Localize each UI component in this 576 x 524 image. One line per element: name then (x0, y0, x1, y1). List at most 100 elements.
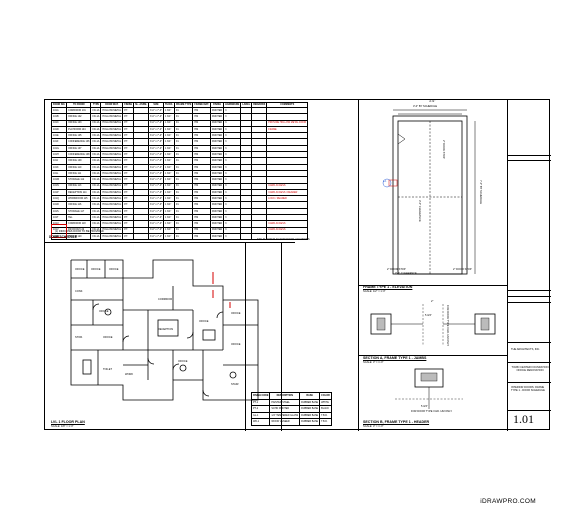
header-note: FOR DOOR TYPE II HD. HM ONLY (411, 410, 453, 413)
svg-text:OFFICE: OFFICE (178, 359, 188, 363)
svg-text:TOILET: TOILET (103, 367, 112, 371)
elevation-door-width: 3'-0" BY SCHEDULE (413, 105, 438, 108)
schedule-cell: FD-1A (90, 232, 102, 241)
schedule-cell: PAINTED (209, 119, 225, 127)
svg-text:OFFICE: OFFICE (75, 267, 85, 271)
tb-line-5 (507, 302, 551, 303)
finish-cell: WD-1 (250, 418, 271, 426)
schedule-cell (251, 113, 268, 121)
schedule-cell: PAINTED (209, 113, 225, 121)
watermark-text: iDRAWPRO.COM (480, 498, 536, 505)
tb-line-7 (507, 362, 551, 363)
schedule-cell: 3 (223, 113, 242, 121)
divider-legend (281, 242, 282, 431)
schedule-cell: HOLLOW METAL (100, 119, 124, 127)
tb-line-3 (507, 290, 551, 291)
schedule-header-cell: THICK. (163, 102, 175, 108)
schedule-title: DOOR SCHEDULE (49, 235, 77, 239)
header-section-drawing (395, 368, 463, 409)
header-scale: SCALE: 3" = 1'-0" (363, 425, 384, 428)
title-block-border (507, 100, 508, 431)
schedule-table-note: SEE FLOOR PLAN FOR DOOR LOCATIONS (257, 238, 310, 241)
svg-text:OFFICE: OFFICE (103, 335, 113, 339)
elevation-door-stop-top: 2" DOOR STOP (442, 140, 445, 159)
svg-text:RECEPTION: RECEPTION (158, 327, 173, 331)
floor-plan-scale: SCALE: 1/8" = 1'-0" (51, 425, 74, 428)
header-dim: 5 3/4" (421, 405, 428, 408)
door-elevation-drawing (382, 109, 476, 275)
jamb-dim-top: 2" (431, 300, 434, 303)
jamb-title: SECTION A, FRAME TYPE 1 - JAMBS (363, 356, 427, 360)
sheet-divider-h-left (45, 242, 295, 243)
schedule-legend-note: (1) INDICATES DOOR TO BE PROVIDED (55, 230, 104, 233)
jamb-note: FOR DOOR TYPE II HD. HM ONLY (446, 305, 449, 347)
schedule-cell (240, 232, 253, 241)
schedule-header-cell: DOOR NO. (50, 102, 68, 108)
svg-text:CORRIDOR: CORRIDOR (158, 297, 172, 301)
floor-plan-drawing: OFFICE OFFICE OFFICE CONF. OFFICE STOR. … (70, 259, 259, 401)
schedule-cell: 3 (223, 232, 242, 241)
schedule-cell: HOLLOW METAL (100, 232, 124, 241)
tb-line-8 (507, 382, 551, 383)
schedule-cell: 3 (223, 106, 242, 115)
tb-line-9 (507, 410, 551, 411)
schedule-header-cell: HARDWARE (223, 102, 242, 108)
header-title: SECTION B, FRAME TYPE 1 - HEADER (363, 420, 430, 424)
schedule-cell: F1 (173, 106, 194, 115)
schedule-cell: HOLLOW METAL (100, 113, 124, 121)
schedule-cell: 3'-0" x 7'-0" (147, 113, 165, 121)
schedule-cell: PAINTED (209, 106, 225, 115)
sheet-divider-v-details (358, 100, 359, 431)
tb-line-1 (507, 155, 551, 156)
schedule-cell (133, 232, 149, 241)
schedule-cell: F1 (173, 119, 194, 127)
finish-cell: RUBBER BASE (299, 418, 321, 426)
svg-text:OFFICE: OFFICE (199, 319, 209, 323)
schedule-header-cell: FRAME MAT. (192, 102, 211, 108)
schedule-cell (266, 106, 309, 115)
svg-text:OFFICE: OFFICE (231, 342, 241, 346)
elevation-clearance: 3'-0" CLEARANCE (395, 272, 417, 275)
elevation-door-stop-bottom: 2" DOOR STOP (387, 268, 406, 271)
elevation-tag: 1A (383, 180, 387, 183)
schedule-cell: P.T. (122, 232, 135, 241)
schedule-header-cell: FRAME TYPE (173, 102, 194, 108)
schedule-cell: 3'-0" x 7'-0" (147, 119, 165, 127)
elevation-scale: SCALE: 1/2" = 1'-0" (363, 290, 386, 293)
elevation-clearance-vertical: 3'-0" CLEARANCE (418, 200, 421, 222)
finish-cell: T.B.D. (319, 418, 332, 426)
schedule-header-cell: FINISH (122, 102, 135, 108)
divider-jamb (358, 355, 507, 356)
jamb-dim-mid: 5 3/4" (425, 314, 432, 317)
tb-line-2 (507, 160, 551, 161)
sheet-divider-v-plan (245, 242, 246, 431)
svg-text:CONF.: CONF. (75, 289, 83, 293)
schedule-cell: F1 (173, 232, 194, 241)
schedule-header-cell: REMARKS (251, 102, 268, 108)
finish-cell: WOOD VENEER (269, 418, 301, 426)
tb-line-6 (507, 342, 551, 343)
schedule-cell: PROVIDE HOLLOW METAL DOOR (266, 119, 309, 127)
divider-elevation (358, 285, 507, 286)
tb-sheet-number: 1.01 (513, 412, 534, 426)
tb-project: TOWN CENTER FOUNDATION OFFICE RENOVATION (511, 366, 549, 373)
svg-text:STAIR: STAIR (231, 382, 239, 386)
svg-text:OFFICE: OFFICE (231, 311, 241, 315)
tb-company: THE ARCHITECTS, INC. (511, 348, 540, 351)
schedule-header-cell: SL. ASSM. (133, 102, 149, 108)
svg-text:WORK: WORK (125, 372, 133, 376)
schedule-cell: HOLLOW METAL (100, 106, 124, 115)
